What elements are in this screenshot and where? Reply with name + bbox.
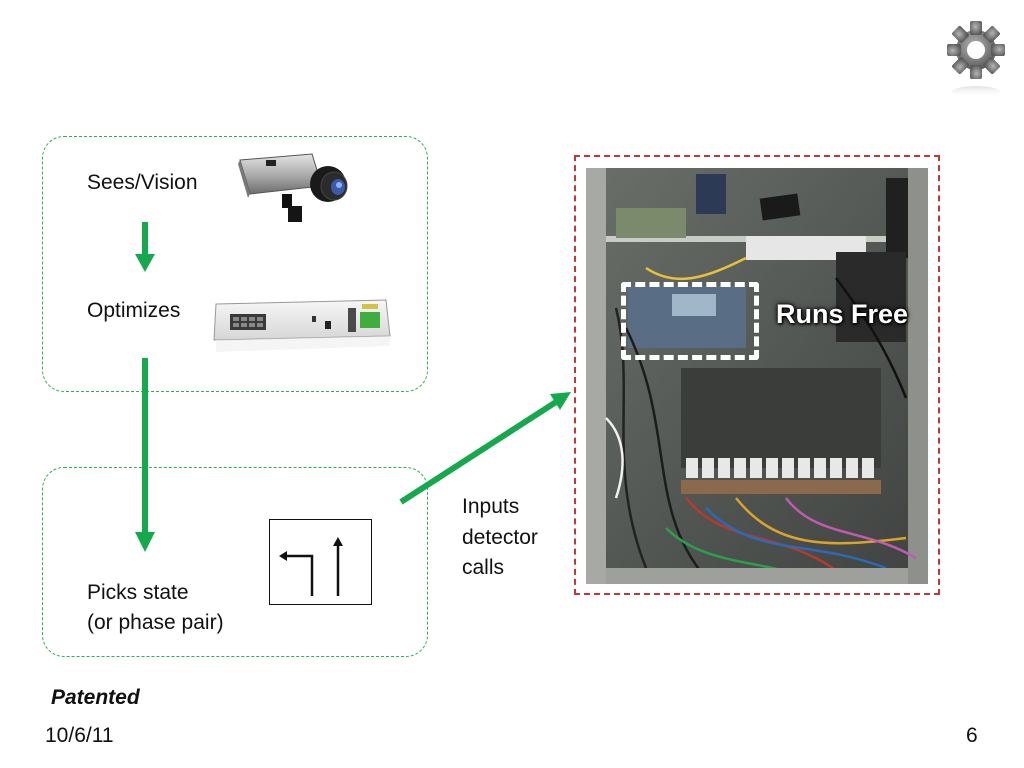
step-label-optimizes: Optimizes <box>87 299 181 322</box>
pick-state-group <box>42 467 428 657</box>
step-label-sees-vision: Sees/Vision <box>87 171 198 194</box>
controller-highlight-box <box>621 282 759 360</box>
slide-date: 10/6/11 <box>45 724 114 747</box>
patented-note: Patented <box>51 686 140 709</box>
step-label-picks-state: Picks state (or phase pair) <box>87 581 224 634</box>
inputs-detector-calls-label: Inputs detector calls <box>462 495 538 579</box>
gear-icon <box>947 21 1005 98</box>
optimizer-device-image <box>213 299 391 352</box>
camera-image <box>238 153 348 222</box>
slide-number: 6 <box>966 724 978 747</box>
runs-free-label: Runs Free <box>776 299 909 329</box>
vision-optimize-group <box>42 136 428 392</box>
signal-cabinet-photo <box>586 168 928 584</box>
phase-pair-icon <box>269 519 372 605</box>
cabinet-photo-frame <box>574 155 940 595</box>
